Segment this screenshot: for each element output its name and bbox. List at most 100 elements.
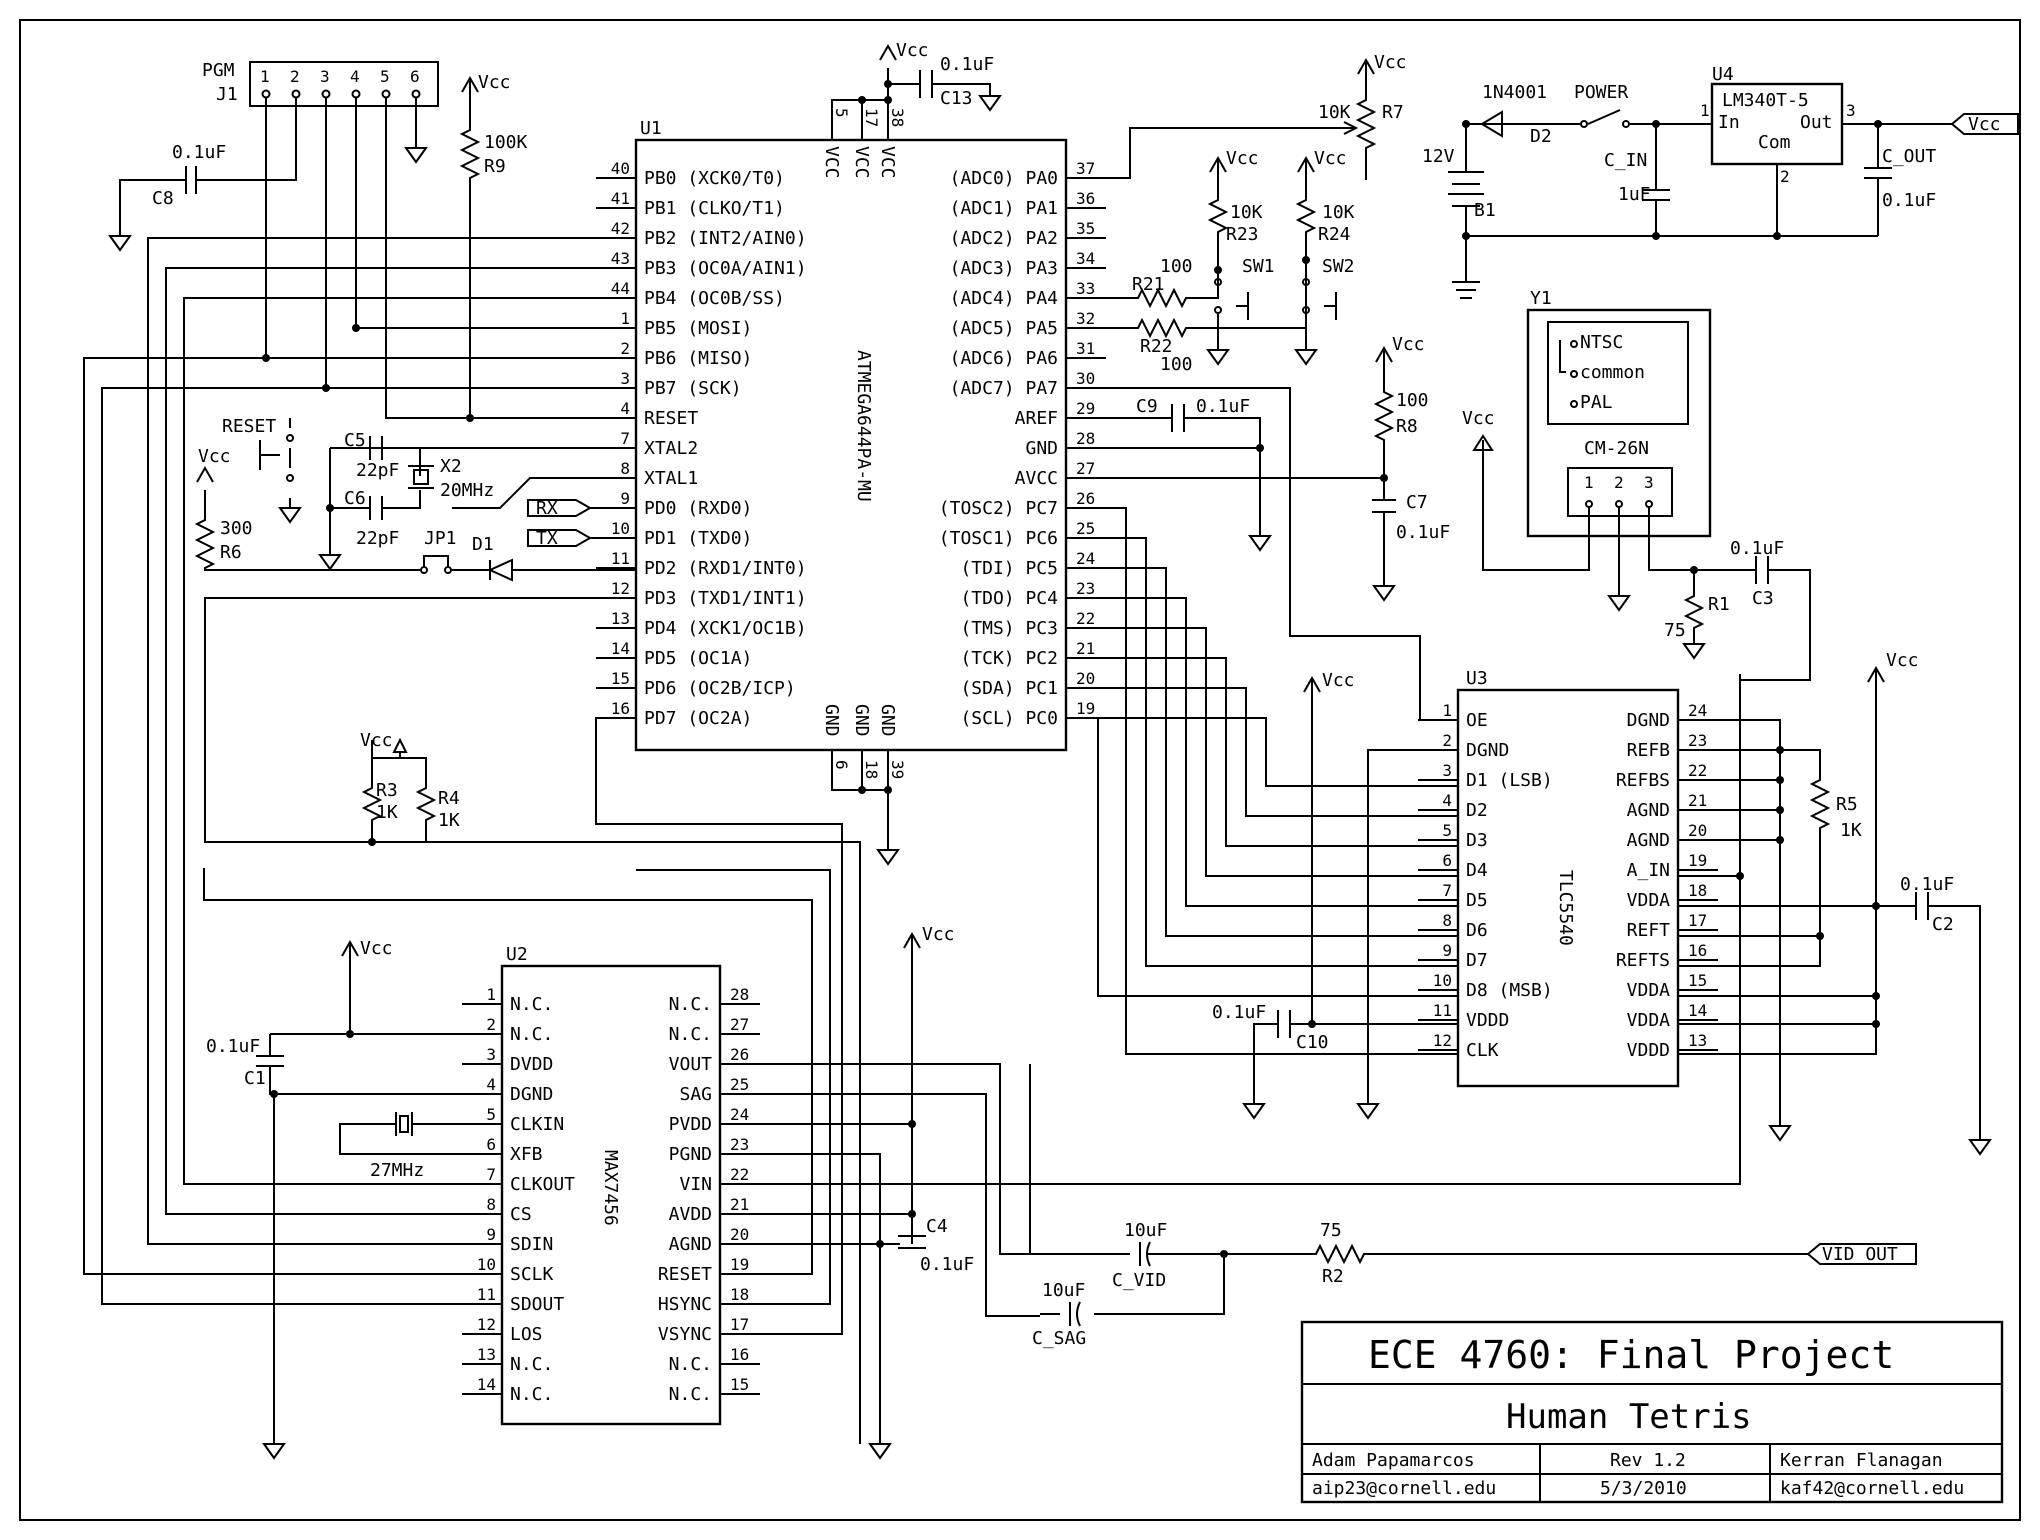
u1-right-pin-number: 29 <box>1076 399 1095 418</box>
c9-value: 0.1uF <box>1196 396 1250 417</box>
u3-right-pin-number: 15 <box>1688 971 1707 990</box>
u2-left-pin-name: N.C. <box>510 1384 553 1405</box>
u1-left-pin-name: PB7 (SCK) <box>644 378 742 399</box>
u3-left-pin-name: D8 (MSB) <box>1466 980 1553 1001</box>
u3-left-pin-number: 11 <box>1433 1001 1452 1020</box>
r23-vcc: Vcc <box>1226 148 1259 169</box>
c1-ref: C1 <box>244 1068 266 1089</box>
u1-left-pin-name: PD0 (RXD0) <box>644 498 752 519</box>
u2-left-pin-number: 4 <box>486 1075 496 1094</box>
u1-left-pin-name: PB1 (CLKO/T1) <box>644 198 785 219</box>
c9-ref: C9 <box>1136 396 1158 417</box>
u1-right-pin-number: 32 <box>1076 309 1095 328</box>
d2-ref: D2 <box>1530 126 1552 147</box>
u1-right-pin-number: 28 <box>1076 429 1095 448</box>
c13-value: 0.1uF <box>940 54 994 75</box>
u1-top-pin-name: VCC <box>821 146 842 179</box>
r6-ref: R6 <box>220 542 242 563</box>
rx-label: RX <box>536 498 558 519</box>
r21-value: 100 <box>1160 256 1193 277</box>
u1-left-pin-number: 2 <box>620 339 630 358</box>
u1-right-pin-number: 20 <box>1076 669 1095 688</box>
u1-left-pin-number: 8 <box>620 459 630 478</box>
u2-left-pin-name: XFB <box>510 1144 543 1165</box>
j1-ref: J1 <box>216 84 238 105</box>
c-sag-ref: C_SAG <box>1032 1328 1086 1349</box>
u3-right-pin-name: REFBS <box>1616 770 1670 791</box>
jp1-ref: JP1 <box>424 528 457 549</box>
c-sag-value: 10uF <box>1042 1280 1085 1301</box>
u1-left-pin-name: RESET <box>644 408 698 429</box>
reset-label[interactable]: RESET <box>222 416 276 437</box>
u3-right-pin-name: VDDD <box>1627 1040 1670 1061</box>
u3-right-pin-name: REFT <box>1627 920 1671 941</box>
u2-right-pin-number: 15 <box>730 1375 749 1394</box>
r7-vcc: Vcc <box>1374 52 1407 73</box>
u1-right-pin-number: 21 <box>1076 639 1095 658</box>
u2-left-pin-name: DGND <box>510 1084 553 1105</box>
c-out-value: 0.1uF <box>1882 190 1936 211</box>
u1-right-pin-name: (TDO) PC4 <box>960 588 1058 609</box>
u3-right-pin-number: 18 <box>1688 881 1707 900</box>
u2-right-pin-name: N.C. <box>669 1384 712 1405</box>
u1-right-pin-number: 24 <box>1076 549 1095 568</box>
u2-right-pin-name: RESET <box>658 1264 712 1285</box>
u4-out: Out <box>1800 112 1833 133</box>
u3-left-pin-name: D4 <box>1466 860 1488 881</box>
u2-right-pin-number: 28 <box>730 985 749 1004</box>
u4-pin2: 2 <box>1780 167 1790 186</box>
u1-bottom-pin-name: GND <box>877 704 898 737</box>
wires: 0.1uF C8 Vcc 100K R9 RESET C5 22pF C6 22… <box>83 40 2019 1460</box>
sw1-ref: SW1 <box>1242 256 1275 277</box>
u3-right-pin-number: 23 <box>1688 731 1707 750</box>
u1-left-pin-name: PB6 (MISO) <box>644 348 752 369</box>
revision: Rev 1.2 <box>1610 1450 1686 1471</box>
c3-value: 0.1uF <box>1730 538 1784 559</box>
u2-right-pin-name: PVDD <box>669 1114 712 1135</box>
u2-left-pin-name: N.C. <box>510 994 553 1015</box>
u1-left-pin-name: PD5 (OC1A) <box>644 648 752 669</box>
r24-ref: R24 <box>1318 224 1351 245</box>
d2-part: 1N4001 <box>1482 82 1547 103</box>
u1-top-pin-number: 38 <box>888 108 907 127</box>
u1-left-pin-number: 44 <box>611 279 630 298</box>
u1-left-pin-name: PB3 (OC0A/AIN1) <box>644 258 807 279</box>
j1-header: PGM J1 1 2 3 4 5 6 <box>202 60 439 107</box>
u2-left-pin-number: 9 <box>486 1225 496 1244</box>
r22-ref: R22 <box>1140 336 1173 357</box>
u2-right-pin-number: 16 <box>730 1345 749 1364</box>
r23-value: 10K <box>1230 202 1263 223</box>
u1-left-pin-number: 12 <box>611 579 630 598</box>
u1-right-pin-name: (SDA) PC1 <box>960 678 1058 699</box>
u2-left-pin-number: 7 <box>486 1165 496 1184</box>
x2-ref: X2 <box>440 456 462 477</box>
c-out-ref: C_OUT <box>1882 146 1936 167</box>
u2-right-pin-number: 26 <box>730 1045 749 1064</box>
u3-left-pin-number: 1 <box>1442 701 1452 720</box>
power-switch[interactable]: POWER <box>1574 82 1628 103</box>
u3-left-pin-number: 4 <box>1442 791 1452 810</box>
u1-right-pin-name: AREF <box>1015 408 1058 429</box>
u4-ref: U4 <box>1712 64 1734 85</box>
u1-left-pin-number: 40 <box>611 159 630 178</box>
c8-value: 0.1uF <box>172 142 226 163</box>
u3-left-pin-name: VDDD <box>1466 1010 1509 1031</box>
r9-value: 100K <box>484 132 528 153</box>
r22-value: 100 <box>1160 354 1193 375</box>
title-block: ECE 4760: Final Project Human Tetris Ada… <box>1300 1320 2004 1504</box>
u4-in: In <box>1718 112 1740 133</box>
j1-pin2: 2 <box>290 67 300 86</box>
u1-left-pin-name: PB4 (OC0B/SS) <box>644 288 785 309</box>
y1-part: CM-26N <box>1584 438 1649 459</box>
u1-right-pin-name: (TOSC1) PC6 <box>939 528 1058 549</box>
u1-top-pin-name: VCC <box>877 146 898 179</box>
u1-right-pin-number: 27 <box>1076 459 1095 478</box>
u3-right-pin-number: 19 <box>1688 851 1707 870</box>
u1-left-pin-name: PB0 (XCK0/T0) <box>644 168 785 189</box>
u1-left-pin-name: XTAL2 <box>644 438 698 459</box>
u2-right-pin-name: SAG <box>679 1084 712 1105</box>
author2: Kerran Flanagan <box>1780 1450 1943 1471</box>
x2-value: 20MHz <box>440 480 494 501</box>
